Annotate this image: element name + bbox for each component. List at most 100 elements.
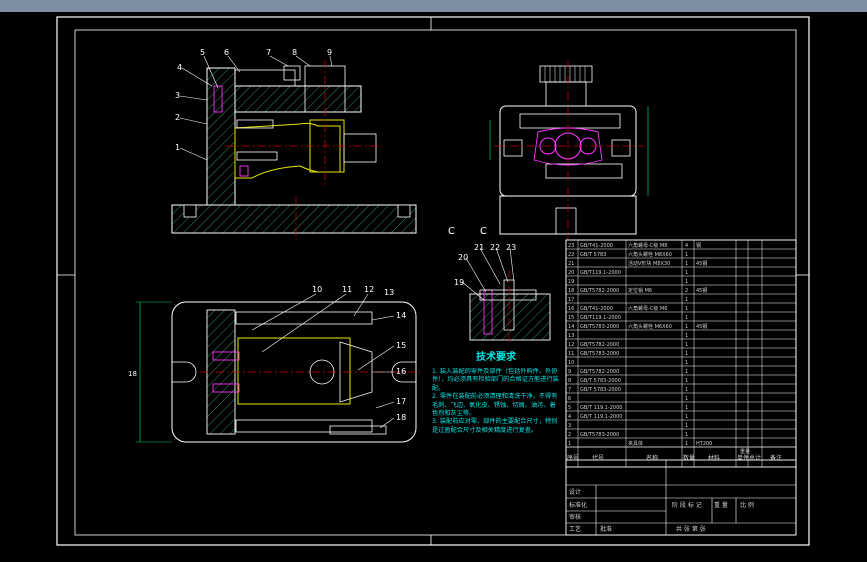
parts-cell-material: 45钢 bbox=[696, 260, 707, 267]
knurl-lines bbox=[544, 66, 586, 82]
parts-cell-name: 夹具体 bbox=[628, 440, 643, 447]
plan-bolt-upper bbox=[212, 351, 240, 361]
parts-cell-qty: 1 bbox=[685, 423, 688, 429]
callout-2: 2 bbox=[175, 113, 180, 122]
parts-cell-no: 15 bbox=[568, 315, 574, 321]
base-slot-left bbox=[183, 204, 197, 218]
parts-cell-code: GB/T5782-2000 bbox=[580, 369, 619, 375]
parts-header-remark: 备注 bbox=[770, 454, 782, 462]
parts-cell-no: 18 bbox=[568, 288, 574, 294]
parts-cell-no: 22 bbox=[568, 252, 574, 258]
bolt-lower bbox=[236, 151, 278, 161]
plan-screw bbox=[329, 425, 387, 435]
callout-18: 18 bbox=[396, 413, 406, 422]
parts-cell-no: 4 bbox=[568, 414, 571, 420]
sheet-background bbox=[0, 12, 867, 562]
callout-4: 4 bbox=[177, 63, 182, 72]
tb-stage-marks: 阶 段 标 记 bbox=[672, 501, 702, 509]
callout-11: 11 bbox=[342, 285, 352, 294]
parts-cell-no: 14 bbox=[568, 324, 574, 330]
plan-v-block bbox=[339, 341, 373, 403]
callout-21: 21 bbox=[474, 243, 484, 252]
parts-cell-qty: 1 bbox=[685, 270, 688, 276]
parts-cell-qty: 1 bbox=[685, 306, 688, 312]
parts-cell-qty: 1 bbox=[685, 324, 688, 330]
side-view bbox=[489, 60, 649, 240]
parts-cell-qty: 1 bbox=[685, 261, 688, 267]
front-view: 1 2 3 4 5 6 7 8 9 bbox=[171, 48, 417, 240]
parts-cell-no: 17 bbox=[568, 297, 574, 303]
parts-header-material: 材料 bbox=[708, 454, 720, 462]
parts-cell-qty: 1 bbox=[685, 387, 688, 393]
parts-cell-qty: 4 bbox=[685, 243, 688, 249]
parts-cell-no: 5 bbox=[568, 405, 571, 411]
section-top-plate bbox=[479, 289, 537, 301]
plan-workpiece bbox=[237, 337, 351, 405]
plan-top-bar bbox=[235, 311, 373, 325]
tech-req-list: 1. 装入装配的零件及部件（包括外购件、外协件），均必须具有检验部门的合格证方能… bbox=[432, 368, 560, 435]
side-left-nut bbox=[503, 139, 523, 157]
parts-header-unit_weight: 单件 bbox=[737, 454, 749, 462]
parts-cell-code: GB/T5782-2000 bbox=[580, 342, 619, 348]
callout-13: 13 bbox=[384, 288, 394, 297]
plan-dimension-text: 18 bbox=[128, 370, 137, 378]
parts-cell-no: 19 bbox=[568, 279, 574, 285]
parts-cell-no: 6 bbox=[568, 396, 571, 402]
tb-scale: 比 例 bbox=[740, 501, 754, 509]
parts-cell-code: GB/T119.1-2000 bbox=[580, 270, 621, 276]
parts-cell-name: 六角螺母-C级 M6 bbox=[628, 305, 667, 312]
workpiece-bore-left bbox=[539, 137, 557, 155]
clamp-screw-head bbox=[283, 65, 301, 81]
parts-cell-name: 六角螺母-C级 M8 bbox=[628, 242, 667, 249]
callout-7: 7 bbox=[266, 48, 271, 57]
parts-cell-code: GB/T5783-2000 bbox=[580, 432, 619, 438]
title-block-frame bbox=[565, 459, 797, 536]
parts-cell-material: 钢 bbox=[696, 242, 701, 249]
callout-23: 23 bbox=[506, 243, 516, 252]
parts-cell-no: 7 bbox=[568, 387, 571, 393]
tb-label-approve: 批准 bbox=[600, 525, 612, 533]
parts-header-weight: 重量 bbox=[740, 448, 750, 455]
parts-cell-no: 1 bbox=[568, 441, 571, 447]
parts-cell-no: 11 bbox=[568, 351, 574, 357]
top-plate-cap bbox=[234, 69, 296, 87]
parts-cell-qty: 1 bbox=[685, 279, 688, 285]
callout-10: 10 bbox=[312, 285, 322, 294]
callout-22: 22 bbox=[490, 243, 500, 252]
parts-cell-name: 定位销 M6 bbox=[628, 287, 652, 294]
parts-cell-code: GB/T 5783-2000 bbox=[580, 387, 621, 393]
bolt-upper bbox=[236, 119, 274, 129]
plan-leaders bbox=[251, 293, 395, 429]
tb-weight: 重 量 bbox=[714, 501, 728, 509]
parts-cell-qty: 2 bbox=[685, 288, 688, 294]
parts-cell-qty: 1 bbox=[685, 342, 688, 348]
callout-5: 5 bbox=[200, 48, 205, 57]
parts-header-code: 代号 bbox=[592, 454, 604, 462]
pin-lower bbox=[239, 165, 249, 177]
parts-header-qty: 数量 bbox=[683, 454, 695, 462]
tb-label-process: 工艺 bbox=[569, 525, 581, 533]
parts-cell-code: GB/T 119.1-2000 bbox=[580, 405, 622, 411]
parts-cell-no: 9 bbox=[568, 369, 571, 375]
parts-cell-no: 10 bbox=[568, 360, 574, 366]
callout-3: 3 bbox=[175, 91, 180, 100]
parts-cell-qty: 1 bbox=[685, 441, 688, 447]
workpiece-outline bbox=[533, 127, 603, 166]
parts-cell-code: GB/T5783-2000 bbox=[580, 324, 619, 330]
parts-cell-code: GB/T119.1-2000 bbox=[580, 315, 621, 321]
parts-cell-no: 8 bbox=[568, 378, 571, 384]
callout-1: 1 bbox=[175, 143, 180, 152]
parts-cell-no: 2 bbox=[568, 432, 571, 438]
parts-cell-no: 3 bbox=[568, 423, 571, 429]
parts-cell-qty: 1 bbox=[685, 369, 688, 375]
tb-label-standard: 标准化 bbox=[569, 501, 587, 509]
callout-8: 8 bbox=[292, 48, 297, 57]
parts-cell-material: HT200 bbox=[696, 441, 712, 447]
parts-cell-no: 13 bbox=[568, 333, 574, 339]
clamp-block bbox=[343, 133, 377, 163]
parts-cell-no: 23 bbox=[568, 243, 574, 249]
parts-cell-code: GB/T 5783-2000 bbox=[580, 378, 621, 384]
parts-cell-no: 21 bbox=[568, 261, 574, 267]
parts-cell-qty: 1 bbox=[685, 378, 688, 384]
